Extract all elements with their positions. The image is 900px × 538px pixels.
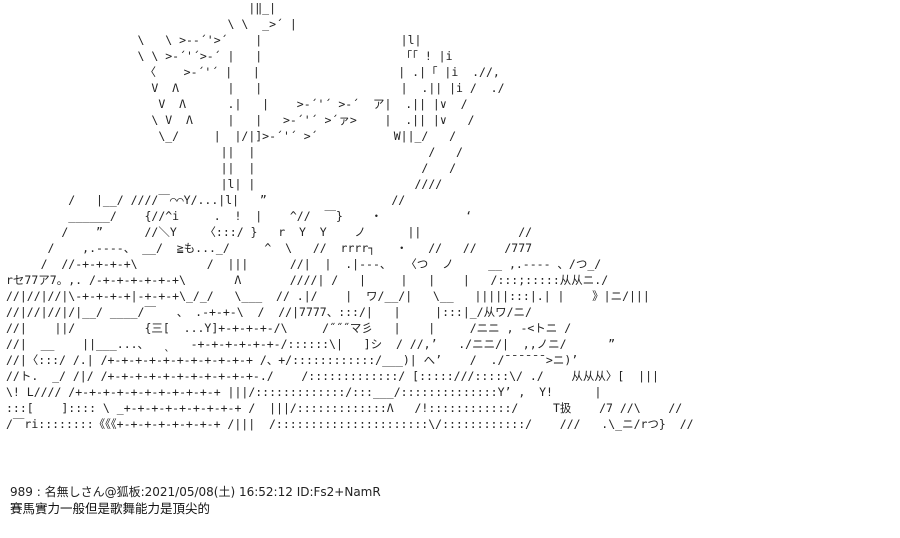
ascii-art-line: :::[ ]:::: \ _+-+-+-+-+-+-+-+-+ / |||/::…	[6, 401, 683, 415]
ascii-art-line: //| __ ||___...、 ˎ -+-+-+-+-+-+-/::::::\…	[6, 337, 616, 351]
post-separator: :	[32, 485, 45, 499]
ascii-art-line: //|//|//|/|__/ ____/￣ 、 .-+-+-\ / //|777…	[6, 305, 532, 319]
ascii-art-line: \ \ >‐´'´>‐´ | | 「「 ! |i	[6, 49, 453, 63]
ascii-art-line: \! L//// /+-+-+-+-+-+-+-+-+-+-+ |||/::::…	[6, 385, 602, 399]
ascii-art-line: V Λ | | | .|| |i / ./	[6, 81, 505, 95]
ascii-art-line: / //‐+-+-+-+\ / ||| //| | .|---、 〈つ ノ __…	[6, 257, 602, 271]
ascii-art-line: / ” //＼Y 〈:::/ } r Y Y ノ || //	[6, 225, 533, 239]
ascii-art-line: V Λ .| | >‐´'´ >‐´ ア| .|| |∨ /	[6, 97, 468, 111]
poster-id[interactable]: ID:Fs2+NamR	[292, 485, 381, 499]
poster-name: 名無しさん@狐板	[44, 485, 141, 499]
post-header: 989 : 名無しさん@狐板:2021/05/08(土) 16:52:12 ID…	[10, 484, 381, 500]
ascii-art: |‖_| \ \ _>´ | \ \ >-‐´'>´ | |l| \ \ >‐´…	[6, 0, 894, 432]
ascii-art-line: //|//|//|\-+-+-+-+|-+-+-+\_/_/ \___ // .…	[6, 289, 650, 303]
post-number[interactable]: 989	[10, 485, 33, 499]
ascii-art-region: |‖_| \ \ _>´ | \ \ >-‐´'>´ | |l| \ \ >‐´…	[6, 0, 894, 472]
ascii-art-line: ______/ {//^i . ! | ^// ￣} ・ ‘	[6, 209, 473, 223]
ascii-art-line: || | / /	[6, 145, 463, 159]
ascii-art-line: |‖_|	[6, 1, 277, 15]
ascii-art-line: \ V Λ | | >‐´'´ >´ァ> | .|| |∨ /	[6, 113, 475, 127]
ascii-art-line: |l| | ////	[6, 177, 443, 191]
ascii-art-line: //ト. _/ /|/ /+-+-+-+-+-+-+-+-+-+-+-./ /:…	[6, 369, 659, 383]
post-message: 賽馬實力一般但是歌舞能力是頂尖的	[10, 501, 211, 516]
ascii-art-line: /￣ri::::::::《《《+-+-+-+-+-+-+-+ /||| /:::…	[6, 417, 694, 431]
ascii-art-line: \ \ _>´ |	[6, 17, 297, 31]
ascii-art-line: //| ||/ {三[ ...Y]+-+-+-+‐/\ /˝˝˝マ彡 | | /…	[6, 321, 572, 335]
ascii-art-line: //|〈:::/ /.| /+-+-+-+-+-+-+-+-+-+-+ /、+/…	[6, 353, 579, 367]
ascii-art-line: / |__/ ////￣⌒⌒Y/...|l| ” //	[6, 193, 406, 207]
ascii-art-line: \ \ >-‐´'>´ | |l|	[6, 33, 422, 47]
ascii-art-line: / ,.----、 __/ ≧も..._/ ^ \ // rrrr┐ ・ // …	[6, 241, 533, 255]
ascii-art-line: || | / /	[6, 161, 457, 175]
ascii-art-line: \_/ | |/|]>‐´'´ >´ W||_/ /	[6, 129, 457, 143]
ascii-art-line: 〈 >‐´'´ | | | .|「 |i .//,	[6, 65, 500, 79]
ascii-art-line: rセ77ア7。,. /-+-+-+-+-+-+\ Λ ////| / | | |…	[6, 273, 609, 287]
post-date: :2021/05/08(土) 16:52:12	[140, 485, 293, 499]
